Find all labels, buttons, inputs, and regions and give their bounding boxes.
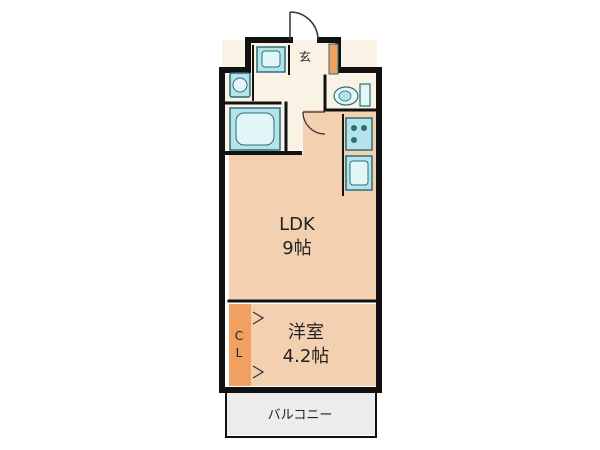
balcony [226,391,376,435]
closet [229,304,251,386]
closet-label-c: C [235,329,243,343]
ldk-name: LDK [279,214,316,235]
entrance-label: 玄 [299,49,311,64]
western-room-size: 4.2帖 [283,346,330,367]
western-room-floor [229,304,376,386]
stove-icon [345,117,373,151]
washer-icon [229,72,251,98]
ldk-floor [229,110,376,300]
sink-icon [345,155,373,191]
western-room-name: 洋室 [288,322,324,343]
interior-doors [252,111,326,379]
toilet-icon [333,83,371,107]
balcony-label: バルコニー [268,408,333,423]
ldk-size: 9帖 [282,238,311,259]
closet-label-l: L [236,346,243,360]
bathtub-icon [229,107,281,151]
entrance-door [289,11,319,41]
washbasin-icon [256,46,286,73]
cabinet-icon [328,43,339,75]
